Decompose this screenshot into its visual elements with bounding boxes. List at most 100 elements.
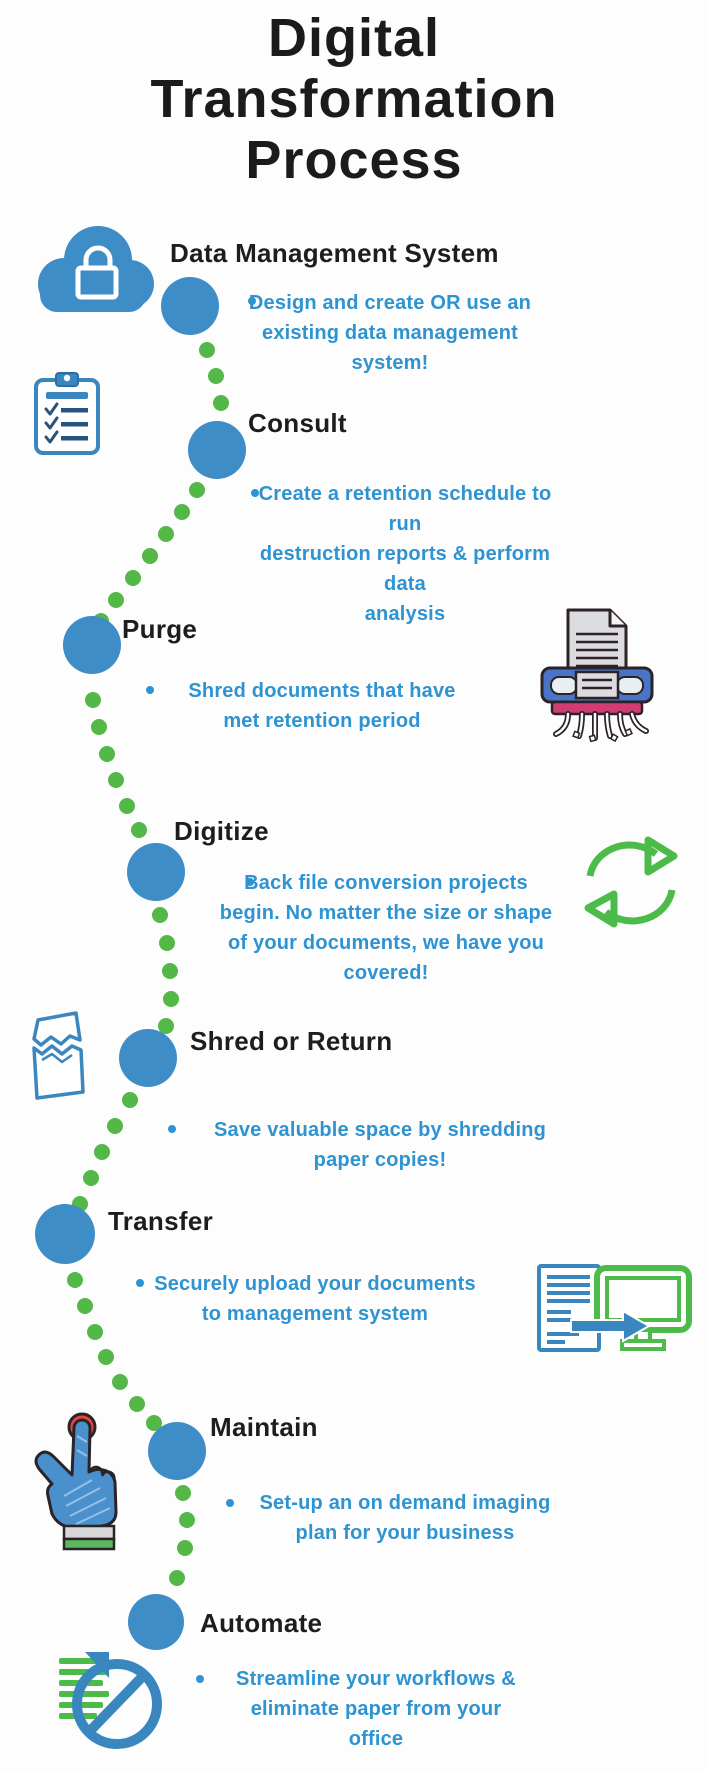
path-dot (163, 991, 179, 1007)
step-title-digitize: Digitize (174, 816, 269, 846)
bullet-dot (136, 1279, 144, 1287)
path-dot (107, 1118, 123, 1134)
path-dot (119, 798, 135, 814)
cloud-lock-icon (38, 226, 154, 312)
torn-paper-icon (32, 1011, 85, 1100)
path-dot (199, 342, 215, 358)
step-node (128, 1594, 184, 1650)
step-text-line: to management system (201, 1303, 429, 1325)
step-node (188, 421, 246, 479)
step-text-line: Set-up an on demand imaging (259, 1492, 551, 1514)
no-paper-icon (59, 1652, 162, 1749)
path-dot (175, 1485, 191, 1501)
step-text-line: Shred documents that have (188, 680, 456, 702)
step-text-line: begin. No matter the size or shape (219, 902, 553, 924)
path-dot (162, 963, 178, 979)
path-dot (129, 1396, 145, 1412)
step-text-line: Securely upload your documents (154, 1273, 476, 1295)
step-title-transfer: Transfer (108, 1206, 214, 1236)
step-text-maintain: Set-up an on demand imaging plan for you… (235, 1488, 575, 1548)
step-title-shred-or-return: Shred or Return (190, 1026, 393, 1056)
step-text-line: of your documents, we have you (227, 932, 545, 954)
path-dot (85, 692, 101, 708)
title-line-1: Digital (267, 8, 440, 68)
path-dot (131, 822, 147, 838)
step-node (35, 1204, 95, 1264)
path-dot (152, 907, 168, 923)
step-title-consult: Consult (248, 408, 347, 438)
path-dot (158, 1018, 174, 1034)
path-dot (77, 1298, 93, 1314)
step-text-digitize: Back file conversion projects begin. No … (216, 868, 556, 988)
step-text-line: met retention period (223, 710, 421, 732)
path-dot (179, 1512, 195, 1528)
step-node (127, 843, 185, 901)
step-text-line: plan for your business (295, 1522, 515, 1544)
path-dot (125, 570, 141, 586)
step-node (119, 1029, 177, 1087)
path-dot (87, 1324, 103, 1340)
step-title-maintain: Maintain (210, 1412, 318, 1442)
title-line-3: Process (245, 130, 463, 190)
hand-press-button-icon (34, 1412, 118, 1551)
path-dot (174, 504, 190, 520)
bullet-dot (168, 1125, 176, 1133)
path-dot (67, 1272, 83, 1288)
step-text-consult: Create a retention schedule to run destr… (240, 479, 570, 629)
path-dot (98, 1349, 114, 1365)
path-dot (112, 1374, 128, 1390)
step-text-line: covered! (343, 962, 429, 984)
path-dot (213, 395, 229, 411)
clipboard-checklist-icon (34, 372, 100, 455)
path-dot (122, 1092, 138, 1108)
step-title-purge: Purge (122, 614, 198, 644)
step-node (161, 277, 219, 335)
step-text-line: Streamline your workflows & (236, 1668, 516, 1690)
bullet-dot (196, 1675, 204, 1683)
path-dot (177, 1540, 193, 1556)
step-node (63, 616, 121, 674)
path-dot (108, 592, 124, 608)
document-to-monitor-icon (537, 1264, 692, 1352)
step-text-line: analysis (364, 603, 446, 625)
path-dot (94, 1144, 110, 1160)
step-title-data-management-system: Data Management System (170, 238, 499, 268)
path-dot (83, 1170, 99, 1186)
step-title-automate: Automate (200, 1608, 323, 1638)
step-text-line: Design and create OR use an (248, 292, 532, 314)
step-text-line: Create a retention schedule to run (258, 483, 552, 535)
page-title: Digital Transformation Process (0, 8, 708, 191)
step-text-line: office (348, 1728, 404, 1750)
title-line-2: Transformation (150, 69, 558, 129)
step-text-line: existing data management system! (262, 322, 518, 374)
path-dot (142, 548, 158, 564)
bullet-dot (251, 489, 259, 497)
bullet-dot (246, 878, 254, 886)
path-dot (169, 1570, 185, 1586)
path-dot (159, 935, 175, 951)
step-text-transfer: Securely upload your documents to manage… (145, 1269, 485, 1329)
path-dot (146, 1415, 162, 1431)
path-dot (91, 719, 107, 735)
path-dot (208, 368, 224, 384)
bullet-dot (226, 1499, 234, 1507)
path-dot (189, 482, 205, 498)
step-text-line: Save valuable space by shredding (213, 1119, 547, 1141)
step-text-shred-or-return: Save valuable space by shredding paper c… (210, 1115, 550, 1175)
recycle-arrows-icon (584, 836, 678, 928)
paper-shredder-icon (540, 608, 654, 742)
step-text-line: Back file conversion projects (244, 872, 528, 894)
step-text-line: paper copies! (313, 1149, 447, 1171)
step-text-data-management-system: Design and create OR use an existing dat… (235, 288, 545, 378)
step-text-automate: Streamline your workflows & eliminate pa… (206, 1664, 546, 1754)
bullet-dot (146, 686, 154, 694)
path-dot (99, 746, 115, 762)
path-dot (108, 772, 124, 788)
step-text-line: destruction reports & perform data (259, 543, 551, 595)
step-text-purge: Shred documents that have met retention … (162, 676, 482, 736)
path-dot (158, 526, 174, 542)
step-node (148, 1422, 206, 1480)
step-text-line: eliminate paper from your (250, 1698, 502, 1720)
